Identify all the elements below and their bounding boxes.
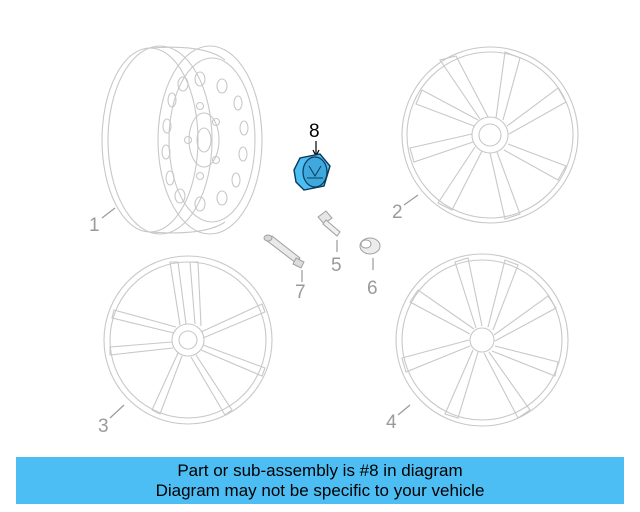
lug-bolt-part-5[interactable]: 5 <box>317 210 342 276</box>
wheel-cover-part-2[interactable]: 2 <box>392 46 579 224</box>
valve-stem-part-7[interactable]: 7 <box>263 234 306 303</box>
banner-line-2: Diagram may not be specific to your vehi… <box>155 480 485 500</box>
callout-6: 6 <box>367 278 378 299</box>
callout-8: 8 <box>309 121 320 142</box>
callout-4: 4 <box>386 412 397 433</box>
alloy-wheel-part-3[interactable]: 3 <box>98 255 273 437</box>
callout-1: 1 <box>89 215 100 236</box>
wheel-cover-part-4[interactable]: 4 <box>386 253 569 433</box>
callout-7: 7 <box>295 282 306 303</box>
steel-wheel-part-1[interactable]: 1 <box>89 45 263 236</box>
banner-line-1: Part or sub-assembly is #8 in diagram <box>177 460 463 480</box>
callout-2: 2 <box>392 202 403 223</box>
parts-diagram: 1 2 <box>89 45 579 437</box>
info-banner: Part or sub-assembly is #8 in diagram Di… <box>16 457 624 504</box>
lug-nut-part-6[interactable]: 6 <box>359 237 381 299</box>
center-cap-part-8[interactable]: 8 <box>293 121 331 191</box>
callout-3: 3 <box>98 416 109 437</box>
callout-5: 5 <box>331 255 342 276</box>
